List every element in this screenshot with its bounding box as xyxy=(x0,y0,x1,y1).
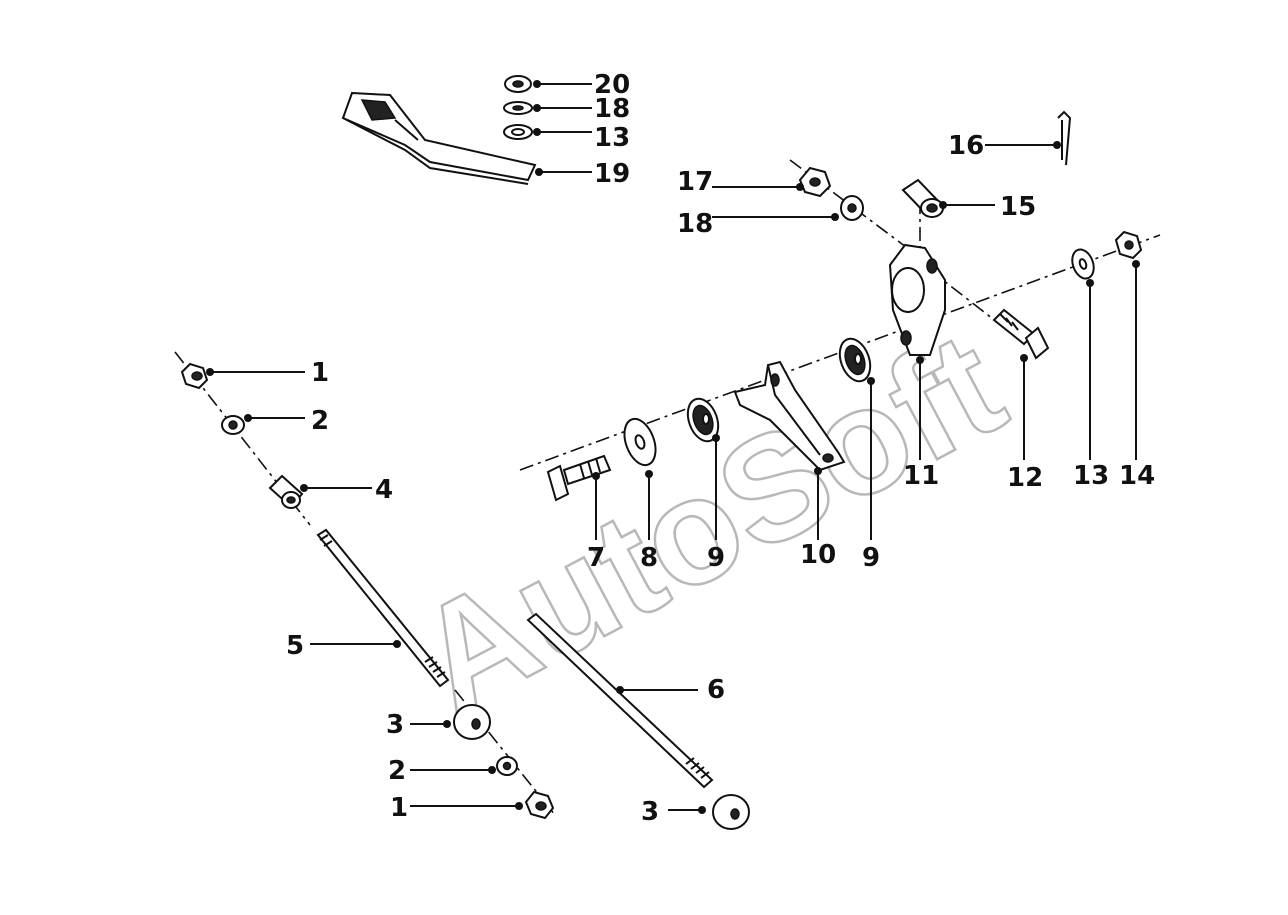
callout-12: 12 xyxy=(1007,463,1043,493)
callout-10: 10 xyxy=(800,540,836,570)
callout-9-left: 9 xyxy=(707,543,725,573)
callout-17: 17 xyxy=(677,167,713,197)
washer-13-top xyxy=(503,124,533,140)
nut-17 xyxy=(798,166,832,198)
callout-11: 11 xyxy=(903,461,939,491)
callout-1-bottom: 1 xyxy=(390,793,408,823)
sleeve-4 xyxy=(268,474,304,509)
callout-9-right: 9 xyxy=(862,543,880,573)
flat-bracket-19 xyxy=(341,91,537,185)
sleeve-15 xyxy=(901,178,944,218)
nut-1-bottom xyxy=(524,790,555,820)
callout-5: 5 xyxy=(286,631,304,661)
callout-7: 7 xyxy=(587,543,605,573)
washer-18-top xyxy=(503,101,533,115)
callout-19: 19 xyxy=(594,159,630,189)
callout-6: 6 xyxy=(707,675,725,705)
callout-18-right: 18 xyxy=(677,209,713,239)
rod-6 xyxy=(526,612,714,789)
nut-20 xyxy=(504,75,532,93)
callout-3-left: 3 xyxy=(386,710,404,740)
clamp-bracket-11 xyxy=(888,243,946,356)
callout-15: 15 xyxy=(1000,192,1036,222)
mounting-bracket-10 xyxy=(733,360,846,472)
rubber-bushing-3-left xyxy=(453,704,491,740)
lock-washer-2-top xyxy=(221,415,245,435)
bolt-12 xyxy=(992,308,1050,360)
callout-13-right: 13 xyxy=(1073,461,1109,491)
callout-1-top: 1 xyxy=(311,358,329,388)
nut-1-top xyxy=(180,362,209,390)
callout-14: 14 xyxy=(1119,461,1155,491)
callout-2-top: 2 xyxy=(311,406,329,436)
callout-2-bottom: 2 xyxy=(388,756,406,786)
rod-5 xyxy=(316,528,450,688)
callout-16: 16 xyxy=(948,131,984,161)
rubber-pad-9-right xyxy=(838,337,872,383)
lock-washer-18-right xyxy=(840,195,864,221)
lock-washer-2-bottom xyxy=(496,756,518,776)
cotter-pin-16 xyxy=(1057,110,1072,166)
callout-3-right: 3 xyxy=(641,797,659,827)
nut-14 xyxy=(1114,230,1143,260)
rubber-bushing-3-right xyxy=(712,794,750,830)
rubber-pad-9-left xyxy=(686,397,720,443)
callout-8: 8 xyxy=(640,543,658,573)
callout-18-top: 18 xyxy=(594,94,630,124)
callout-13-top: 13 xyxy=(594,123,630,153)
callout-4: 4 xyxy=(375,475,393,505)
washer-8 xyxy=(623,417,657,467)
bolt-7 xyxy=(546,454,612,502)
leader-lines xyxy=(206,80,1140,814)
callout-20: 20 xyxy=(594,70,630,100)
washer-13-right xyxy=(1071,248,1095,280)
